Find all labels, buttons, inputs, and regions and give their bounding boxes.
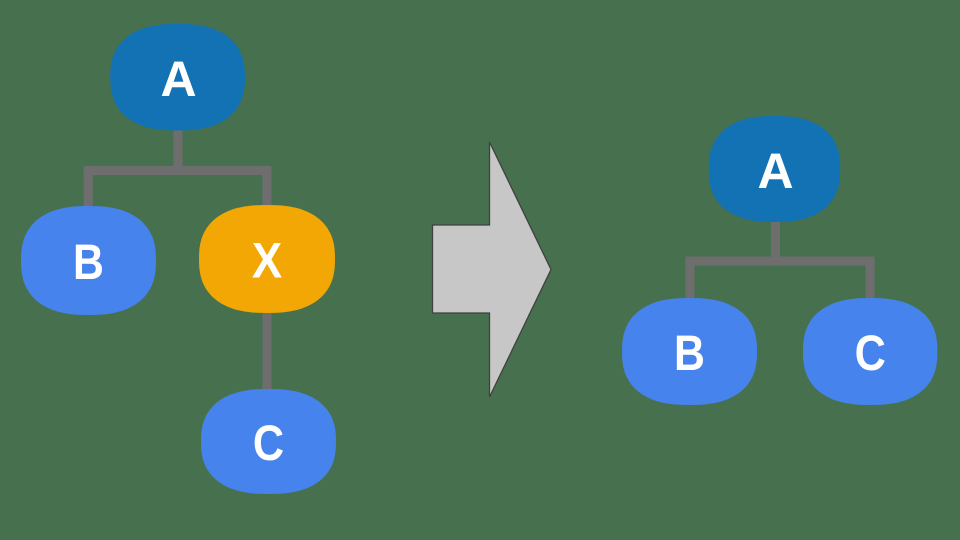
svg-text:A: A bbox=[161, 51, 197, 107]
svg-text:C: C bbox=[855, 325, 886, 381]
svg-text:A: A bbox=[757, 143, 793, 199]
svg-text:X: X bbox=[252, 233, 282, 289]
svg-text:C: C bbox=[253, 415, 284, 471]
svg-text:B: B bbox=[73, 234, 104, 290]
svg-text:B: B bbox=[674, 325, 705, 381]
